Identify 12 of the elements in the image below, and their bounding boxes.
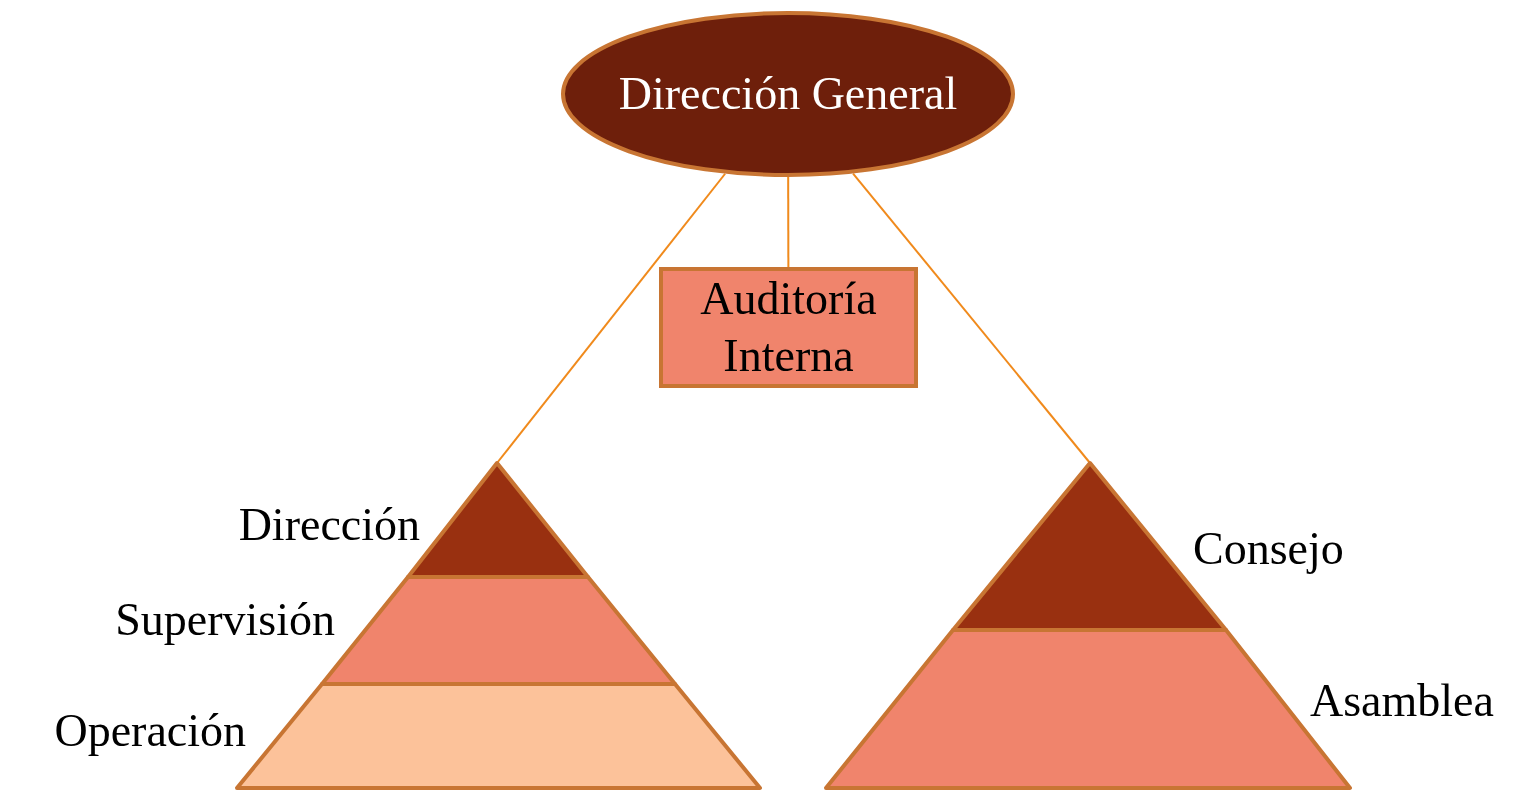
node-label: Dirección General [617, 66, 959, 121]
connector-line [496, 172, 727, 464]
layer-label: Asamblea [1310, 674, 1495, 728]
process-box [659, 267, 918, 388]
connector-line [852, 172, 1091, 464]
node-label: Auditoría Interna [699, 272, 878, 383]
layer-label: Operación [53, 704, 246, 758]
layer-label: Dirección [237, 498, 420, 552]
ellipse-node [561, 11, 1015, 177]
layer-label: Consejo [1193, 522, 1345, 576]
connector-line [787, 176, 790, 268]
layer-label: Supervisión [114, 593, 335, 647]
